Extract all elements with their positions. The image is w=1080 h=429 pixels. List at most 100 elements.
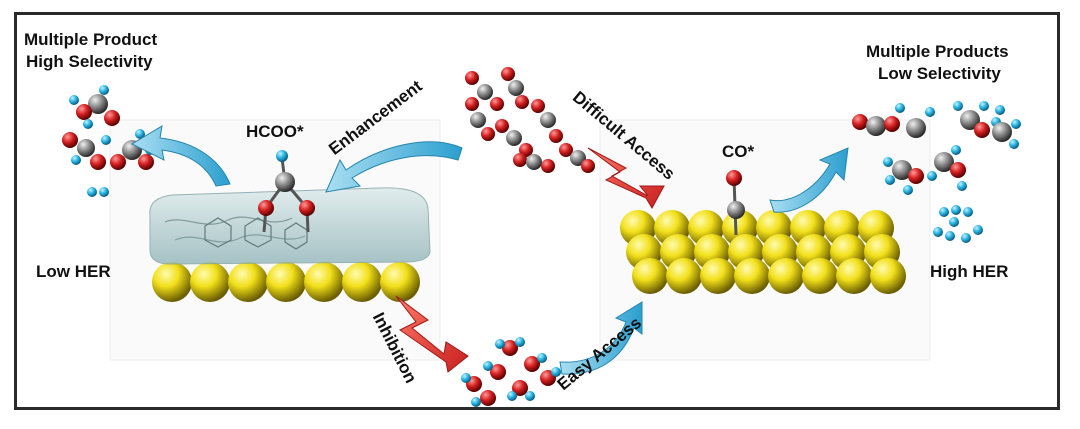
hydrogen-atom: [895, 103, 905, 113]
oxygen-atom: [549, 129, 563, 143]
hydrogen-atom: [525, 391, 535, 401]
oxygen-atom: [513, 153, 527, 167]
hydrogen-atom: [903, 185, 913, 195]
oxygen-atom: [490, 97, 504, 111]
carbon-atom: [992, 122, 1012, 142]
gold-atom: [802, 258, 838, 294]
oxygen-atom: [465, 97, 479, 111]
carbon-atom: [506, 130, 522, 146]
gold-atom: [190, 262, 230, 302]
gold-atom: [304, 262, 344, 302]
oxygen-atom: [138, 154, 154, 170]
oxygen-atom: [974, 122, 990, 138]
oxygen-atom: [76, 104, 92, 120]
co-adsorbate: [726, 170, 745, 236]
hydrogen-atom: [951, 145, 961, 155]
gold-atom: [734, 258, 770, 294]
hydrogen-atom: [507, 391, 517, 401]
oxygen-atom: [531, 99, 545, 113]
hydrogen-atom: [925, 107, 935, 117]
carbon-atom: [934, 152, 954, 172]
hydrogen-atom: [537, 353, 547, 363]
hydrogen-atom: [883, 157, 893, 167]
carbon-atom: [866, 116, 886, 136]
hydrogen-atom: [99, 187, 109, 197]
carbon-atom: [960, 110, 980, 130]
hydrogen-atom: [995, 105, 1005, 115]
hydrogen-atom: [1011, 119, 1021, 129]
left-product-arrow: [130, 125, 231, 187]
hydrogen-atom: [1009, 139, 1019, 149]
gold-atom: [228, 262, 268, 302]
hydrogen-atom: [515, 337, 525, 347]
low-her-label: Low HER: [36, 262, 111, 281]
hydrogen-atom: [933, 227, 943, 237]
gold-atom: [870, 258, 906, 294]
hydrogen-atom: [461, 373, 471, 383]
gold-atom: [836, 258, 872, 294]
gold-atom: [342, 262, 382, 302]
hcoo-label: HCOO*: [246, 122, 304, 141]
oxygen-atom: [495, 119, 509, 133]
hydrogen-atom: [83, 119, 93, 129]
hcoo-adsorbate: [258, 150, 315, 233]
hydrogen-atom: [135, 129, 145, 139]
oxygen-atom: [884, 116, 900, 132]
hydrogen-atom: [885, 175, 895, 185]
hydrogen-atom: [961, 233, 971, 243]
hydrogen-atom: [979, 101, 989, 111]
gold-atom: [700, 258, 736, 294]
right-product-arrow: [769, 147, 849, 213]
left-title-line2: High Selectivity: [26, 52, 153, 71]
right-title-line1: Multiple Products: [866, 42, 1009, 61]
carbon-atom: [477, 84, 493, 100]
hydrogen-atom: [471, 397, 481, 407]
oxygen-atom: [481, 127, 495, 141]
gold-atom: [632, 258, 668, 294]
hydrogen-atom: [551, 367, 561, 377]
oxygen-atom: [950, 162, 966, 178]
hydrogen-atom: [927, 171, 937, 181]
oxygen-atom: [515, 95, 529, 109]
difficult-access-arrow: [587, 147, 665, 210]
hydrogen-atom: [951, 205, 961, 215]
oxygen-atom: [104, 110, 120, 126]
oxygen-atom: [501, 67, 515, 81]
carbon-atom: [470, 112, 486, 128]
oxygen-atom: [908, 168, 924, 184]
hydrogen-atom: [99, 85, 109, 95]
carbon-atom: [77, 139, 95, 157]
gold-atom: [768, 258, 804, 294]
high-her-label: High HER: [930, 262, 1009, 281]
diagram-frame: [14, 12, 1060, 410]
oxygen-atom: [490, 364, 506, 380]
oxygen-atom: [524, 356, 540, 372]
right-title-line2: Low Selectivity: [878, 64, 1001, 83]
oxygen-atom: [502, 340, 518, 356]
hydrogen-atom: [495, 339, 505, 349]
polymer-film: [149, 187, 431, 265]
gold-atom: [666, 258, 702, 294]
hydrogen-atom: [945, 231, 955, 241]
enhancement-arrow: [325, 141, 463, 193]
hydrogen-atom: [69, 95, 79, 105]
gold-atom: [152, 262, 192, 302]
carbon-atom: [526, 154, 542, 170]
gold-atom: [266, 262, 306, 302]
oxygen-atom: [465, 71, 479, 85]
left-gold-surface: [152, 262, 420, 302]
inhibition-arrow: [395, 295, 469, 373]
oxygen-atom: [512, 380, 528, 396]
hydrogen-atom: [963, 207, 973, 217]
hydrogen-atom: [957, 181, 967, 191]
oxygen-atom: [110, 154, 126, 170]
oxygen-atom: [480, 390, 496, 406]
hydrogen-atom: [101, 135, 111, 145]
carbon-atom: [508, 80, 524, 96]
hydrogen-atom: [949, 217, 959, 227]
hydrogen-atom: [483, 361, 493, 371]
hydrogen-atom: [973, 225, 983, 235]
carbon-atom: [540, 112, 556, 128]
